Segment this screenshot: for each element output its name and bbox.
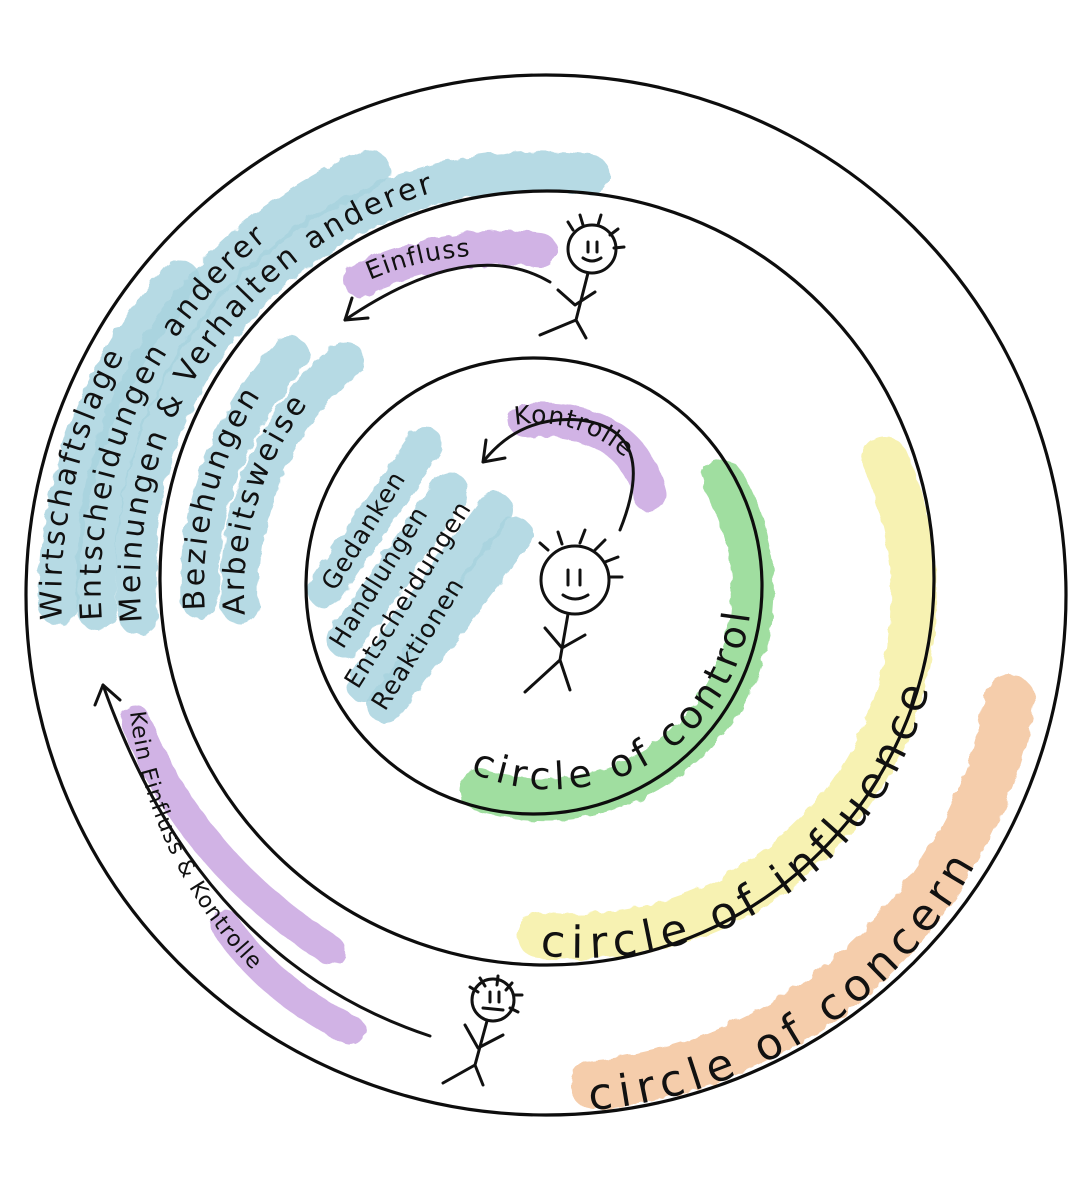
- beziehungen-highlight: [180, 336, 309, 619]
- control-highlight: [459, 459, 774, 821]
- arbeitsweise-highlight: [220, 341, 364, 624]
- person-influence-icon: [538, 213, 626, 340]
- kontrolle-outer-highlight: [210, 910, 365, 1045]
- highlights: [37, 150, 1035, 1110]
- concern-highlight: [570, 675, 1035, 1110]
- person-concern-icon: [441, 974, 524, 1087]
- einfluss-highlight: [343, 231, 557, 297]
- circle-of-influence-ring: [158, 189, 936, 967]
- no-control-arrow: [93, 683, 432, 1038]
- control-items: Gedanken Handlungen Entscheidungen Reakt…: [315, 466, 477, 716]
- person-control-icon: [523, 528, 624, 694]
- circle-of-concern-ring: [24, 73, 1068, 1117]
- wirtschaftslage-highlight: [37, 260, 200, 625]
- meinungen-highlight: [115, 151, 610, 635]
- control-arrow: [481, 418, 635, 532]
- control-items-highlight: [307, 427, 533, 723]
- entscheidungen-anderer-highlight: [75, 150, 390, 630]
- circle-of-control-label: circle of control: [467, 604, 760, 799]
- circle-of-control-ring: [304, 356, 764, 816]
- influence-highlight: [517, 437, 937, 960]
- kein-einfluss-highlight: [120, 705, 345, 965]
- influence-arrow: [343, 263, 552, 322]
